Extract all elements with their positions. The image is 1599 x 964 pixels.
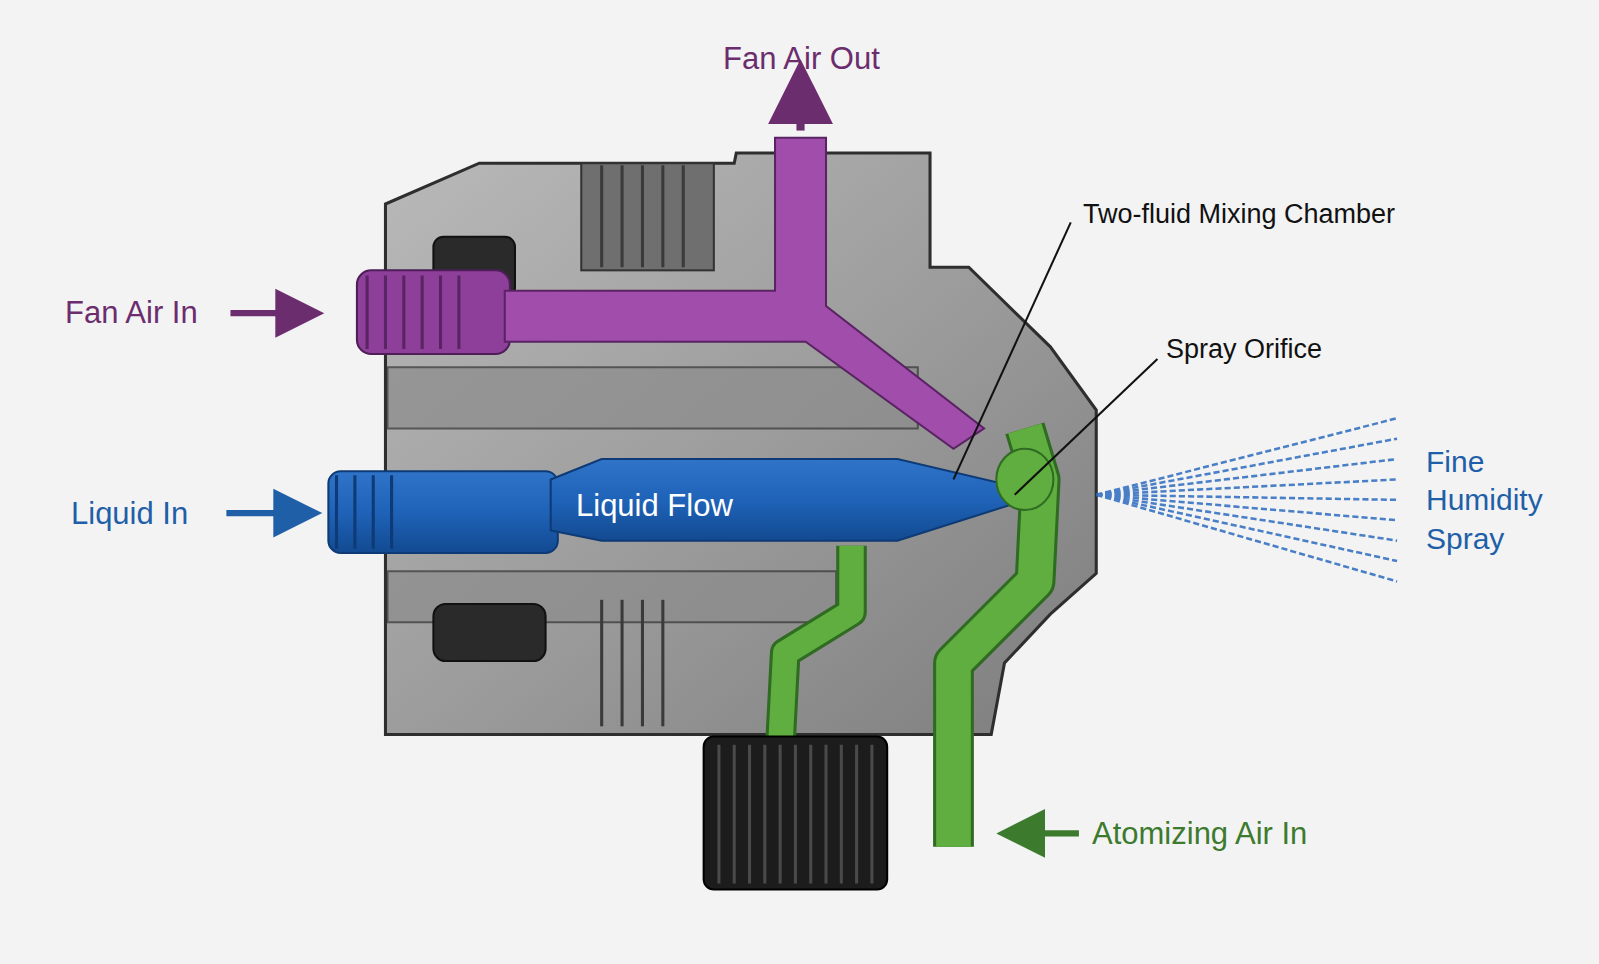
plug — [433, 604, 545, 661]
adjustment-knob — [704, 737, 888, 890]
port-label: Fan Air In — [65, 293, 198, 333]
callout-label: Spray Orifice — [1166, 332, 1322, 367]
leader-line — [953, 222, 1157, 494]
thread-lines — [602, 165, 684, 726]
fan-air-channel — [230, 84, 984, 449]
spray-label: Fine Humidity Spray — [1426, 443, 1574, 558]
flow-label: Liquid Flow — [576, 486, 733, 526]
thread-port — [581, 163, 714, 270]
port-label: Atomizing Air In — [1092, 814, 1307, 854]
port-label: Liquid In — [71, 494, 188, 534]
callout-label: Two-fluid Mixing Chamber — [1083, 197, 1395, 232]
port-label: Fan Air Out — [723, 39, 880, 79]
liquid-channel — [226, 459, 1019, 553]
spray-cone — [1096, 418, 1397, 581]
